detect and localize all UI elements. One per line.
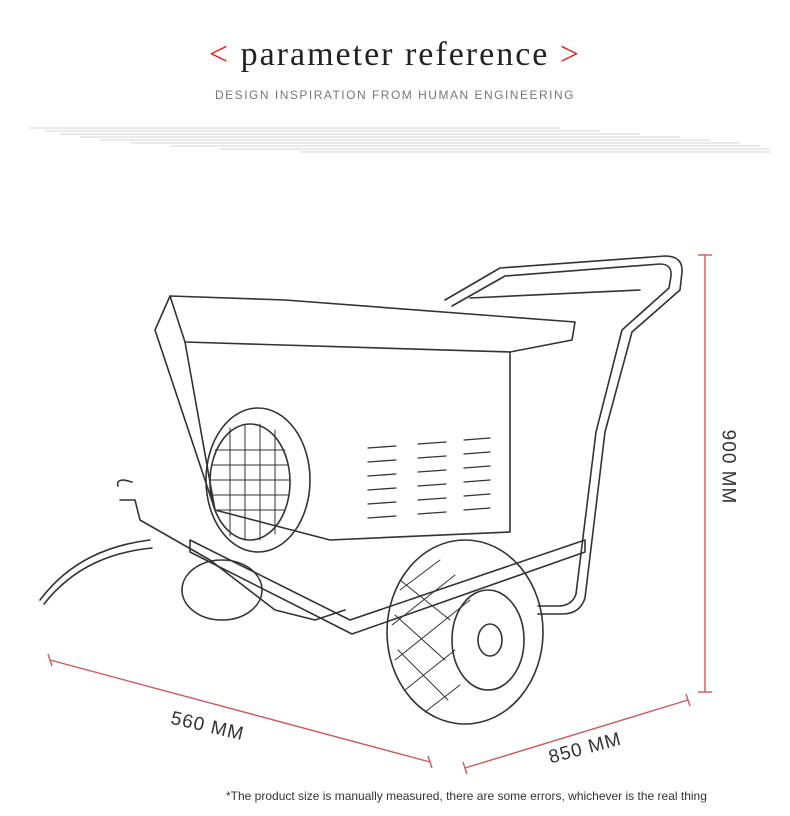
motor-body	[205, 407, 311, 553]
dimension-lines	[47, 254, 712, 775]
title-bracket-open: <	[208, 36, 231, 73]
fan-grille	[209, 423, 291, 541]
dimension-tick-850-end	[685, 693, 691, 707]
machine-drawing	[39, 255, 683, 725]
handle-frame	[444, 255, 683, 615]
bumper-hook	[116, 479, 133, 487]
vent-slots	[367, 437, 491, 519]
front-bumper	[119, 499, 346, 621]
main-wheel-hub	[477, 623, 503, 657]
hose-line	[39, 539, 151, 601]
dimension-tick-850-start	[462, 761, 468, 775]
hood-housing	[154, 295, 576, 541]
dimension-line-560	[49, 659, 431, 763]
handle-frame-inner	[451, 263, 672, 607]
size-disclaimer: *The product size is manually measured, …	[226, 789, 707, 803]
tire-tread	[391, 559, 471, 713]
title-bracket-close: >	[559, 36, 582, 73]
page-title: < parameter reference >	[0, 36, 790, 74]
title-text: parameter reference	[240, 36, 550, 73]
dimension-label-height: 900 MM	[717, 429, 739, 505]
main-wheel-rim	[451, 589, 525, 691]
dimension-tick-560-end	[427, 755, 433, 769]
hose-line-inner	[43, 547, 153, 605]
handle-crossbar	[469, 289, 641, 299]
dimension-tick-560-start	[47, 653, 53, 667]
dimension-line-850	[464, 699, 689, 769]
base-tray	[189, 539, 586, 635]
main-wheel-tire	[386, 539, 544, 725]
page-subtitle: DESIGN INSPIRATION FROM HUMAN ENGINEERIN…	[215, 88, 575, 102]
rear-wheel	[181, 559, 263, 621]
motor-fan-cover	[209, 423, 291, 541]
